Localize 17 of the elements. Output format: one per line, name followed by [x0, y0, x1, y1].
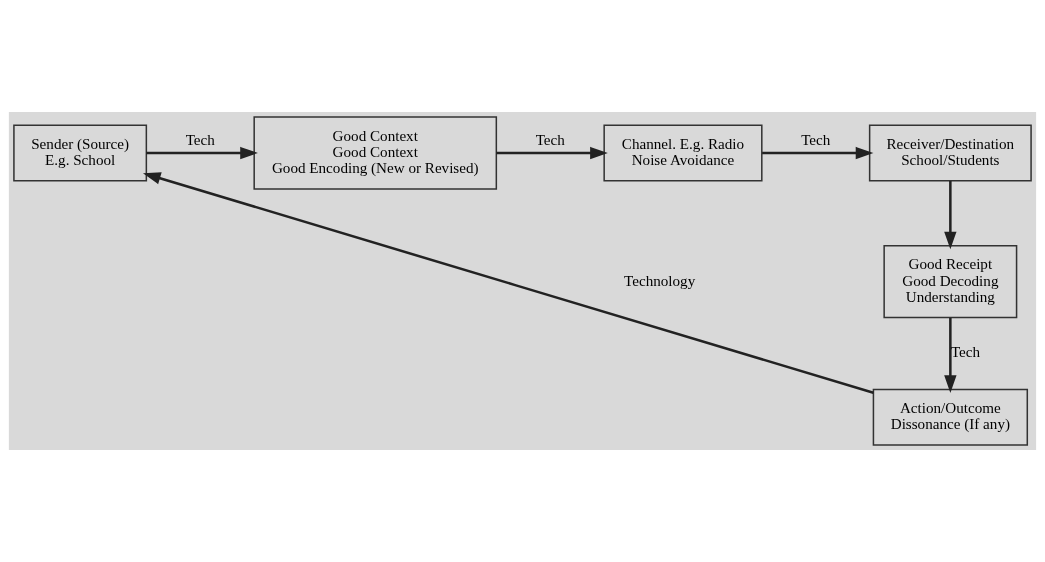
edge-label: Tech — [950, 344, 981, 361]
arrow — [496, 146, 608, 160]
arrow — [142, 172, 874, 394]
node-box: Good Receipt Good Decoding Understanding — [883, 244, 1018, 319]
arrow — [762, 146, 874, 160]
node-box: Action/Outcome Dissonance (If any) — [872, 388, 1029, 446]
edge-label: Tech — [801, 131, 831, 148]
arrow — [146, 146, 258, 160]
edge-label: Tech — [185, 131, 215, 148]
node-box: Channel. E.g. Radio Noise Avoidance — [603, 124, 763, 182]
edge-label: Tech — [535, 131, 565, 148]
arrow — [944, 181, 957, 250]
arrow — [944, 317, 957, 394]
node-box: Good Context Good Context Good Encoding (New or Revised) — [253, 116, 498, 190]
node-box: Sender (Source) E.g. School — [13, 124, 148, 182]
edge-label: Technology — [624, 272, 696, 289]
node-box: Receiver/Destination School/Students — [868, 124, 1032, 182]
